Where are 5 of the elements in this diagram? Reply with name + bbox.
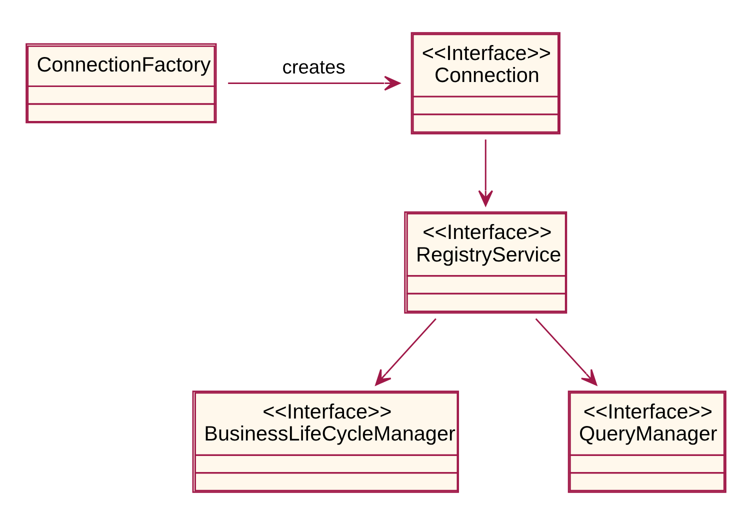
arrow: [535, 318, 598, 386]
arrow: [375, 318, 436, 386]
arrow: [228, 75, 400, 90]
edge-label: creates: [282, 56, 346, 78]
arrow: [478, 139, 494, 206]
